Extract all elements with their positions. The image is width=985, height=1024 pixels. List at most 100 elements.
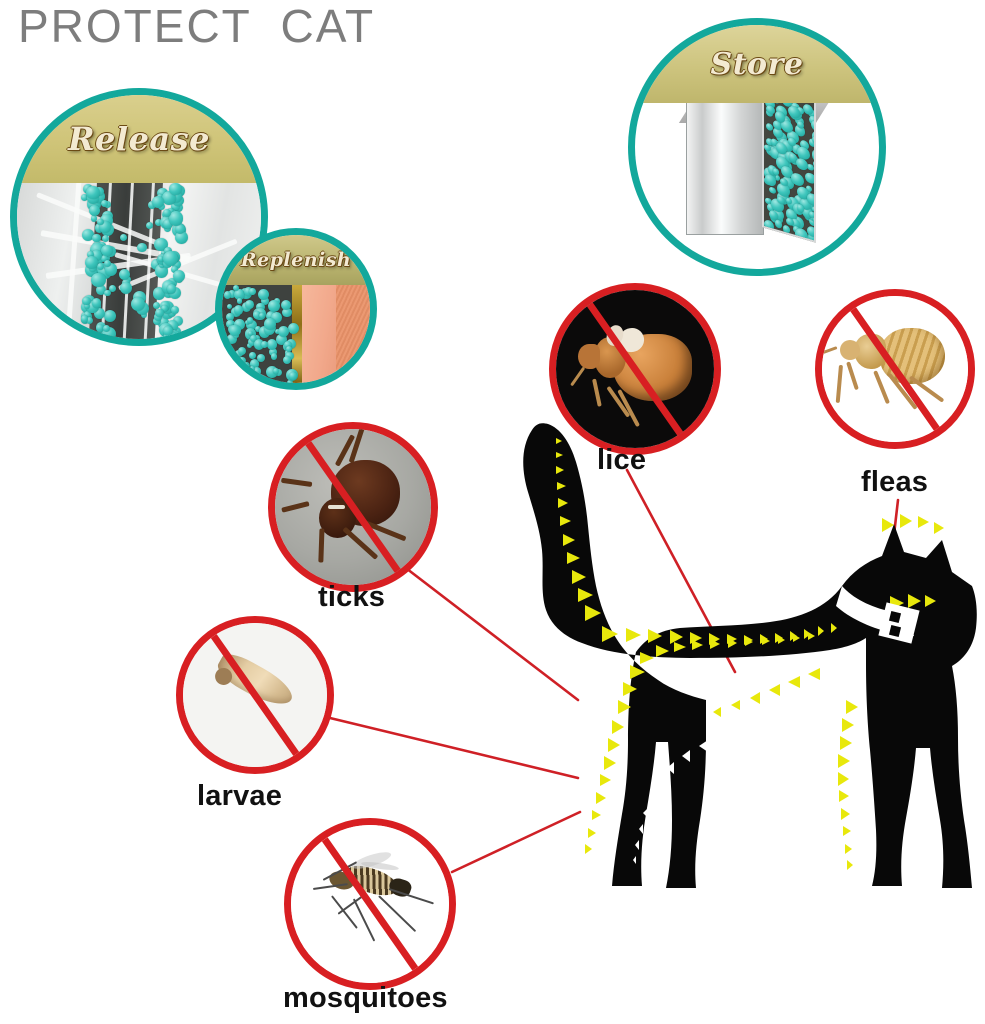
active-ingredient-bead [227,334,237,344]
active-ingredient-bead [120,233,128,241]
active-ingredient-bead [158,256,165,263]
active-ingredient-bead [246,319,257,330]
active-ingredient-bead [230,362,239,372]
active-ingredient-bead [119,281,133,295]
active-ingredient-bead [249,359,260,369]
callout-release[interactable]: Release [10,88,268,346]
hair-shaft [291,285,302,383]
active-ingredient-bead [782,225,791,235]
active-ingredient-bead [173,269,186,282]
active-ingredient-bead [804,171,816,186]
active-ingredient-bead [85,256,99,270]
active-ingredient-bead [289,371,298,381]
active-ingredient-bead [260,340,269,349]
active-ingredient-bead [154,308,164,318]
active-ingredient-bead [246,316,254,324]
active-ingredient-bead [168,211,184,226]
callout-mosquitoes[interactable] [284,818,456,990]
collar-block-bead-face [761,85,816,243]
active-ingredient-bead [233,304,244,315]
active-ingredient-bead [161,304,169,312]
callout-replenish[interactable]: Replenish [215,228,377,390]
bead-field [222,285,300,383]
dermis-layer [335,285,370,383]
collar-buckle [878,602,920,644]
active-ingredient-bead [284,340,293,349]
active-ingredient-bead [765,173,776,188]
active-ingredient-bead [228,382,237,383]
active-ingredient-bead [163,208,172,217]
active-ingredient-bead [96,324,105,333]
callout-larvae[interactable] [176,616,334,774]
active-ingredient-bead [249,365,255,372]
active-ingredient-bead [91,249,103,262]
callout-lice[interactable] [549,283,721,455]
shoulder-fan-arrows [713,668,820,717]
active-ingredient-bead [158,261,165,269]
prohibition-slash [306,825,434,983]
flank-arrow-trail [618,632,815,714]
fleas-photo [822,296,968,442]
active-ingredient-bead [171,259,181,269]
active-ingredient-bead [82,296,91,306]
active-ingredient-bead [163,219,174,230]
larvae-photo [183,623,327,767]
active-ingredient-bead [137,242,147,252]
active-ingredient-bead [274,329,280,335]
active-ingredient-bead [130,297,145,312]
active-ingredient-bead [152,317,161,326]
active-ingredient-bead [174,230,188,244]
active-ingredient-bead [91,298,102,308]
active-ingredient-bead [259,312,265,318]
rear-leg-arrow-trail [585,720,624,854]
callout-store[interactable]: Store [628,18,886,276]
cat-body-shape [523,423,977,888]
active-ingredient-bead [91,272,106,288]
active-ingredient-bead [243,287,253,297]
active-ingredient-bead [768,186,776,195]
callout-ticks[interactable] [268,422,438,592]
active-ingredient-bead [286,345,293,352]
active-ingredient-bead [261,296,270,305]
page-title: PROTECT CAT [18,0,376,52]
active-ingredient-bead [266,366,279,379]
replenish-banner: Replenish [222,235,370,286]
head-arrow-trail [882,514,944,610]
active-ingredient-bead [231,354,241,364]
active-ingredient-bead [252,378,259,383]
active-ingredient-bead [154,313,162,321]
collar-block-front [686,100,765,235]
active-ingredient-bead [83,302,91,309]
label-larvae: larvae [197,780,283,812]
active-ingredient-bead [228,289,237,299]
label-mosquitoes: mosquitoes [283,982,448,1014]
active-ingredient-bead [249,335,257,342]
active-ingredient-bead [262,379,273,383]
active-ingredient-bead [242,362,250,370]
active-ingredient-bead [94,223,104,233]
active-ingredient-bead [238,356,246,365]
active-ingredient-bead [100,199,108,207]
active-ingredient-bead [81,229,94,242]
active-ingredient-bead [276,334,287,345]
active-ingredient-bead [271,353,278,360]
active-ingredient-bead [103,325,111,333]
active-ingredient-bead [99,221,112,233]
active-ingredient-bead [86,185,100,199]
active-ingredient-bead [774,219,783,230]
prohibition-slash [196,623,314,767]
callout-fleas[interactable] [815,289,975,449]
active-ingredient-bead [264,317,277,330]
active-ingredient-bead [233,285,240,292]
front-leg-arrow-trail [838,700,858,870]
store-artwork [635,25,879,269]
active-ingredient-bead [287,322,300,334]
active-ingredient-bead [234,318,246,330]
active-ingredient-bead [154,264,169,278]
active-ingredient-bead [275,369,283,377]
active-ingredient-bead [267,300,280,313]
active-ingredient-bead [83,333,92,339]
active-ingredient-bead [282,307,293,318]
white-shoulder-trail [780,576,830,598]
